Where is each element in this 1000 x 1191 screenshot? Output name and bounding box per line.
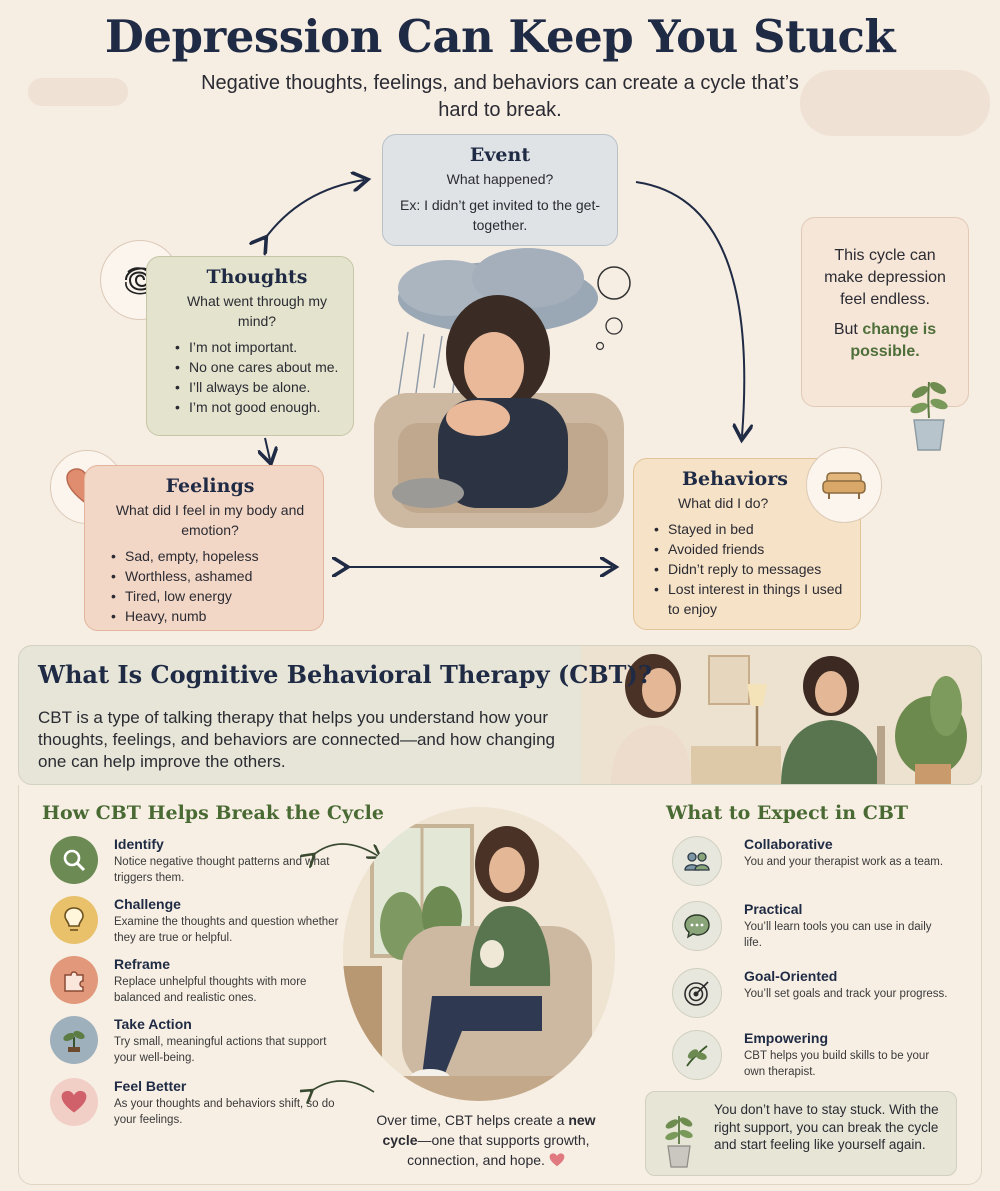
feelings-question: What did I feel in my body and emotion? [115,502,305,538]
event-card: Event What happened? Ex: I didn’t get in… [382,134,618,246]
step-text: Notice negative thought patterns and wha… [114,856,330,884]
caption-bold: new cycle [382,1112,596,1148]
how-cbt-heading: How CBT Helps Break the Cycle [42,802,384,824]
feelings-card: Feelings What did I feel in my body and … [84,465,324,631]
expect-title: Goal-Oriented [744,968,838,984]
magnifier-icon [50,836,98,884]
behaviors-title: Behaviors [682,468,788,490]
step-text: Examine the thoughts and question whethe… [114,916,339,944]
cycle-note-card: This cycle can make depression feel endl… [801,217,969,407]
list-item: Didn’t reply to messages [654,559,846,579]
note-text: This cycle can make depression feel endl… [824,247,946,308]
small-heart-icon [549,1153,565,1167]
list-item: Stayed in bed [654,519,846,539]
expect-text: CBT helps you build skills to be your ow… [744,1050,930,1078]
arrow-event-to-behaviors [635,181,744,436]
thoughts-card: Thoughts What went through my mind? I’m … [146,256,354,436]
thoughts-question: What went through my mind? [186,293,328,329]
expect-text: You’ll learn tools you can use in daily … [744,921,932,949]
list-item: No one cares about me. [175,357,339,377]
step-title: Challenge [114,896,181,912]
lightbulb-icon [50,896,98,944]
note-hope: But change is possible. [802,319,968,363]
behaviors-question: What did I do? [678,495,769,511]
list-item: Avoided friends [654,539,846,559]
list-item: Worthless, ashamed [111,566,309,586]
closing-text: You don’t have to stay stuck. With the r… [714,1102,939,1152]
step-title: Reframe [114,956,171,972]
heart-icon [50,1078,98,1126]
cbt-description: CBT is a type of talking therapy that he… [38,708,555,771]
background-cloud-left [28,78,128,106]
step-text: Try small, meaningful actions that suppo… [114,1036,327,1064]
note-change: change is possible. [850,321,937,360]
list-item: Sad, empty, hopeless [111,546,309,566]
note-but: But [833,321,863,338]
list-item: I’m not good enough. [175,397,339,417]
list-item: Lost interest in things I used to enjoy [654,579,846,619]
step-title: Take Action [114,1016,192,1032]
thoughts-title: Thoughts [206,266,308,288]
expect-text: You’ll set goals and track your progress… [744,988,948,1000]
new-cycle-caption: Over time, CBT helps create a new cycle—… [362,1110,610,1170]
expect-heading: What to Expect in CBT [666,802,909,824]
cbt-banner [18,645,982,785]
leaf-icon [672,1030,722,1080]
feelings-title: Feelings [165,475,255,497]
target-icon [672,968,722,1018]
sprout-icon [50,1016,98,1064]
event-title: Event [469,144,531,166]
page-subtitle: Negative thoughts, feelings, and behavio… [201,72,799,121]
potted-plant-icon [665,1116,693,1168]
cycle-arrows [0,0,1000,640]
caption-prefix: Over time, CBT helps create a [376,1112,569,1128]
behaviors-card: Behaviors What did I do? Stayed in bed A… [633,458,861,630]
potted-plant-icon [910,381,948,451]
caption-suffix: —one that supports growth, connection, a… [407,1132,590,1168]
background-cloud-right [800,70,990,136]
event-example: Ex: I didn’t get invited to the get-toge… [399,197,600,233]
step-title: Identify [114,836,164,852]
expect-title: Collaborative [744,836,833,852]
expect-title: Practical [744,901,803,917]
list-item: Heavy, numb [111,606,309,626]
chat-bubble-icon [672,901,722,951]
list-item: Tired, low energy [111,586,309,606]
closing-message-card: You don’t have to stay stuck. With the r… [645,1091,957,1176]
step-text: As your thoughts and behaviors shift, so… [114,1098,335,1126]
list-item: I’ll always be alone. [175,377,339,397]
step-feel-better: Feel Better As your thoughts and behavior… [50,1078,350,1138]
expect-title: Empowering [744,1030,829,1046]
new-cycle-arrows [300,843,390,1110]
list-item: I’m not important. [175,337,339,357]
page-title: Depression Can Keep You Stuck [104,10,896,63]
arrow-thoughts-to-event [264,180,364,240]
people-icon [672,836,722,886]
therapy-session-illustration [581,646,981,784]
step-title: Feel Better [114,1078,187,1094]
relaxed-person-illustration [343,807,615,1101]
arrow-thoughts-to-feelings [265,437,270,460]
couch-icon [806,447,882,523]
puzzle-icon [50,956,98,1004]
sad-person-illustration [374,248,631,528]
event-question: What happened? [446,171,554,187]
expect-text: You and your therapist work as a team. [744,856,944,868]
cbt-title: What Is Cognitive Behavioral Therapy (CB… [38,660,652,689]
step-text: Replace unhelpful thoughts with more bal… [114,976,307,1004]
